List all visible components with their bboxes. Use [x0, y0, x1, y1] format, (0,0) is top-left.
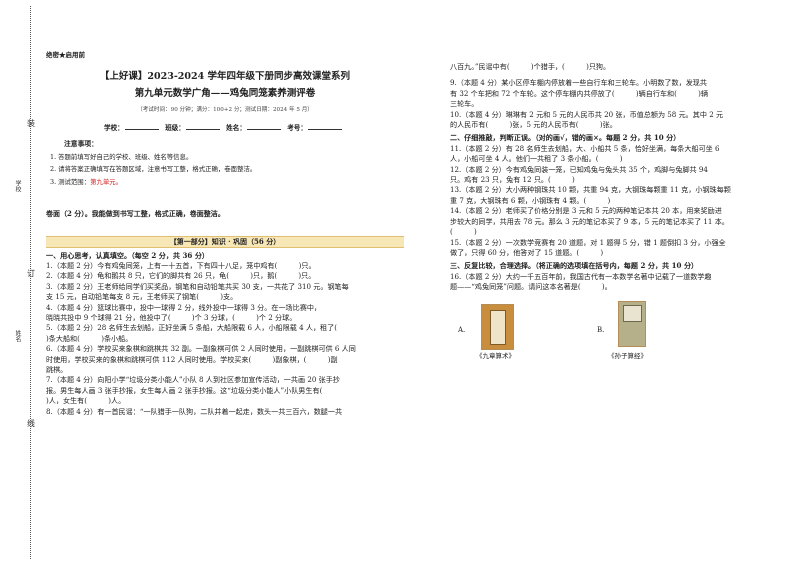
question-8-line1: 8.（本题 4 分）有一首民谣：“一队猎手一队狗，二队并着一起走，数头一共三百六… — [46, 406, 343, 416]
question-6-line2: 时使用，学校买来的象棋和跳棋可供 112 人同时使用。学校买来( )副象棋，( … — [46, 354, 338, 364]
question-4-line2: 晓晓共投中 9 个球得 21 分，他投中了( )个 3 分球，( )个 2 分球… — [46, 312, 297, 322]
question-7-line2: 报。男生每人画 3 张手抄报，女生每人画 2 张手抄报。这“垃圾分类小能人”小队… — [46, 385, 323, 395]
exam-title: 第九单元数学广角——鸡兔同笼素养测评卷 — [134, 88, 316, 100]
question-11-line2: 人，小船可坐 4 人。他们一共租了 3 条小船。( ) — [450, 154, 623, 164]
option-a-label[interactable]: A. — [458, 325, 466, 334]
question-16-line1: 16.（本题 2 分）大约一千五百年前，我国古代有一本数学名著中记载了一道数学趣 — [450, 271, 712, 281]
question-11-line1: 11.（本题 2 分）有 28 名师生去划船，大、小船共 5 条，恰好坐满，每条… — [450, 143, 720, 153]
question-3-line2: 支 15 元，自动铅笔每支 8 元，王老师买了钢笔( )支。 — [46, 292, 238, 302]
exam-series-title: 【上好课】2023-2024 学年四年级下册同步高效课堂系列 — [99, 71, 351, 83]
question-16-options: A. 《九章算术》 B. 《孙子算经》 — [450, 299, 780, 369]
binding-strip: 装 订 线 学校 姓名 — [0, 0, 40, 565]
section3-heading: 三、反复比较，合理选择。（将正确的选项填在括号内，每题 2 分，共 10 分） — [450, 261, 699, 271]
book-sunzi-title-label — [623, 304, 642, 322]
notice-range: 第九单元。 — [90, 177, 123, 186]
exam-info: （考试时间：90 分钟；满分：100+2 分；测试日期：2024 年 5 月） — [137, 107, 313, 114]
question-7-line3: )人，女生有( )人。 — [46, 396, 126, 406]
question-6-line1: 6.（本题 4 分）学校买来象棋和跳棋共 32 副。一副象棋可供 2 人同时使用… — [46, 344, 356, 354]
name-blank[interactable] — [246, 123, 281, 130]
right-column: 八百九。”民谣中有( )个猎手，( )只狗。 9.（本题 4 分）某小区停车棚内… — [450, 62, 780, 369]
question-6-line3: 跳棋。 — [46, 365, 68, 374]
question-1: 1.（本题 2 分）今有鸡兔同笼，上有一十五首，下有四十八足，笼中鸡有( )只。 — [46, 260, 316, 270]
question-7-line1: 7.（本题 4 分）向阳小学“垃圾分类小能人”小队 8 人到社区参加宣传活动，一… — [46, 375, 340, 385]
school-blank[interactable] — [124, 123, 159, 130]
option-b-label[interactable]: B. — [597, 325, 605, 334]
question-12-line2: 只。鸡有 23 只，兔有 12 只。( ) — [450, 175, 575, 185]
question-2: 2.（本题 4 分）龟和鹅共 8 只，它们的脚共有 26 只，龟( )只，鹅( … — [46, 271, 316, 281]
part1-banner: 【第一部分】知识 · 巩固（56 分） — [46, 235, 404, 248]
question-9-line3: 三轮车。 — [450, 99, 479, 109]
question-14-line3: ( ) — [450, 227, 477, 237]
name-label: 姓名： — [226, 123, 246, 132]
question-10-line2: 的人民币有( )张，5 元的人民币有( )张。 — [450, 120, 617, 130]
notice-range-prefix: 3. 测试范围： — [50, 177, 91, 186]
book-sunzi-image — [618, 300, 646, 347]
notice-item-3: 3. 测试范围：第九单元。 — [50, 178, 404, 188]
binding-label-2: 订 — [27, 269, 35, 278]
question-13-line2: 重 7 克，大钢珠有 6 颗，小钢珠有 4 颗。( ) — [450, 195, 611, 205]
binding-label-1: 装 — [27, 119, 35, 128]
question-12-line1: 12.（本题 2 分）今有鸡兔同装一笼，已知鸡兔与兔头共 35 个，鸡脚与兔脚共… — [450, 164, 708, 174]
notice-item-2: 2. 请将答案正确填写在答题区域，注意书写工整，格式正确，卷面整洁。 — [50, 165, 257, 174]
question-9-line1: 9.（本题 4 分）某小区停车棚内停放着一些自行车和三轮车。小明数了数，发现共 — [450, 78, 707, 88]
question-3-line1: 3.（本题 2 分）王老师给同学们买奖品，钢笔和自动铅笔共买 30 支，一共花了… — [46, 281, 349, 291]
question-14-line2: 步较大的同学，共用去 78 元。那么 3 元的笔记本买了 9 本，5 元的笔记本… — [450, 216, 729, 226]
binding-line — [30, 6, 31, 559]
binding-label-3: 线 — [27, 419, 35, 428]
question-15-line1: 15.（本题 2 分）一次数学竞赛有 20 道题，对 1 题得 5 分，错 1 … — [450, 237, 726, 247]
class-label: 班级： — [165, 123, 185, 132]
question-16-line2: 题——“鸡兔同笼”问题。请问这本名著是( )。 — [450, 282, 612, 292]
question-4-line1: 4.（本题 4 分）篮球比赛中，投中一球得 2 分，线外投中一球得 3 分。在一… — [46, 302, 322, 312]
book-jiuzhang-image — [481, 303, 514, 350]
option-a-caption: 《九章算术》 — [476, 351, 515, 360]
left-column: 绝密★启用前 【上好课】2023-2024 学年四年级下册同步高效课堂系列 第九… — [46, 50, 404, 417]
notice-heading: 注意事项： — [64, 140, 98, 149]
notice-item-1: 1. 答题前填写好自己的学校、班级、姓名等信息。 — [50, 152, 193, 161]
question-5-line2: )条大船和( )条小船。 — [46, 333, 133, 343]
secret-label: 绝密★启用前 — [46, 51, 85, 59]
id-label: 考号： — [287, 123, 307, 132]
student-fields: 学校： 班级： 姓名： 考号： — [46, 123, 404, 133]
school-label: 学校： — [103, 123, 124, 132]
section1-heading: 一、用心思考，认真填空。（每空 2 分，共 36 分） — [46, 250, 210, 260]
question-13-line1: 13.（本题 2 分）大小两种钢珠共 10 颗，共重 94 克，大钢珠每颗重 1… — [450, 185, 731, 195]
strip-note-name: 姓名 — [14, 330, 21, 342]
section2-heading: 二、仔细推敲，判断正误。（对的画√，错的画×。每题 2 分，共 10 分） — [450, 133, 681, 143]
strip-note-school: 学校 — [14, 180, 21, 192]
question-10-line1: 10.（本题 4 分）琳琳有 2 元和 5 元的人民币共 20 张，币值总额为 … — [450, 109, 724, 119]
question-14-line1: 14.（本题 2 分）老师买了价格分别是 3 元和 5 元的两种笔记本共 20 … — [450, 206, 722, 216]
question-5-line1: 5.（本题 2 分）28 名师生去划船，正好坐满 5 条船，大船限载 6 人，小… — [46, 323, 338, 333]
question-9-line2: 有 32 个车把和 72 个车轮。这个停车棚内共停放了( )辆自行车和( )辆 — [450, 88, 709, 98]
question-15-line2: 做了，只得 60 分，他答对了 15 道题。( ) — [450, 247, 604, 257]
book-jiuzhang-title-strip — [490, 309, 506, 345]
option-b-caption: 《孙子算经》 — [608, 351, 647, 360]
question-8-line2: 八百九。”民谣中有( )个猎手，( )只狗。 — [450, 62, 611, 71]
class-blank[interactable] — [185, 123, 220, 130]
id-blank[interactable] — [308, 123, 342, 130]
neatness-statement: 卷面（2 分）。我能做到书写工整，格式正确，卷面整洁。 — [46, 209, 225, 219]
